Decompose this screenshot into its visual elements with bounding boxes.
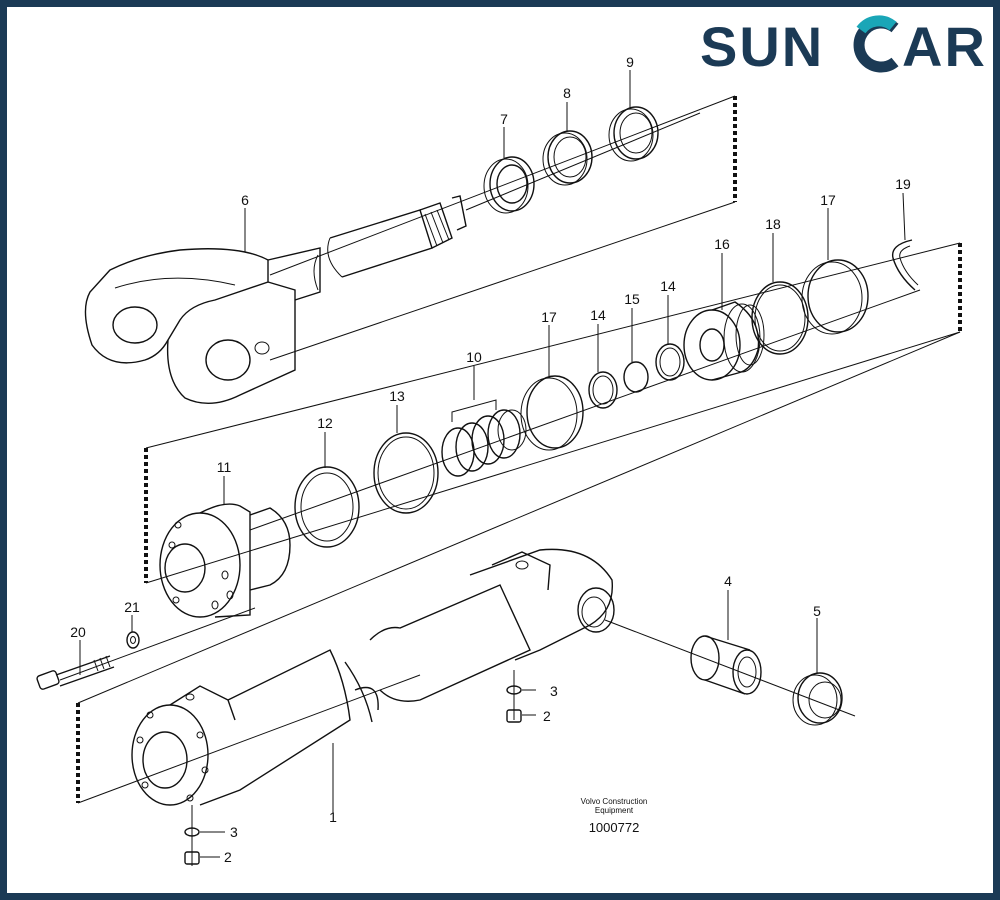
logo-text-left: SUN	[700, 15, 824, 78]
callout-6: 6	[241, 192, 249, 208]
ring-part-13	[373, 432, 439, 514]
bushing-part-4	[690, 635, 762, 695]
ring-part-9	[608, 106, 659, 162]
ring-part-7	[483, 156, 535, 214]
callout-11: 11	[217, 459, 232, 475]
ring-part-14a	[588, 371, 618, 409]
callout-1: 1	[329, 809, 337, 825]
callout-3-lower: 3	[230, 824, 238, 840]
suncar-logo: SUN AR	[700, 15, 987, 78]
nipple-parts-lower	[184, 805, 200, 866]
washer-part-21	[126, 631, 140, 649]
piston-part-16	[683, 301, 765, 381]
cylinder-tube-part-1	[131, 548, 615, 806]
logo-text-right: AR	[902, 15, 987, 78]
watermark-line-1: Volvo Construction	[581, 797, 648, 806]
callout-17a: 17	[541, 309, 557, 325]
callout-9: 9	[626, 54, 634, 70]
callout-5: 5	[813, 603, 821, 619]
callout-21: 21	[124, 599, 140, 615]
nipple-parts-upper	[506, 670, 522, 723]
drawing-number: 1000772	[589, 820, 640, 835]
callout-18: 18	[765, 216, 781, 232]
ring-part-14b	[655, 343, 685, 381]
callout-15: 15	[624, 291, 640, 307]
upper-dashed-frame	[269, 95, 737, 361]
bolt-part-20	[36, 655, 115, 690]
rod-eye-part-6	[84, 247, 321, 404]
callout-14b: 14	[660, 278, 676, 294]
callout-12: 12	[317, 415, 333, 431]
ring-part-17a	[520, 375, 584, 451]
piston-rod-part-6	[327, 195, 467, 278]
callout-2-upper: 2	[543, 708, 551, 724]
callout-13: 13	[389, 388, 405, 404]
callout-20: 20	[70, 624, 86, 640]
middle-dashed-frame	[144, 242, 962, 584]
ring-part-8	[542, 130, 593, 186]
cylinder-head-part-11	[159, 503, 291, 618]
watermark-line-2: Equipment	[595, 806, 634, 815]
seal-set-part-10	[441, 399, 527, 477]
lower-dashed-frame	[76, 331, 961, 804]
callout-17b: 17	[820, 192, 836, 208]
callout-labels: 1 2 2 3 3 4 5 6 7 8 9 10 11 12 13 14 14 …	[70, 54, 911, 865]
callout-7: 7	[500, 111, 508, 127]
ring-part-12	[294, 466, 360, 548]
ring-part-18	[751, 281, 809, 355]
callout-19: 19	[895, 176, 911, 192]
callout-4: 4	[724, 573, 732, 589]
callout-10: 10	[466, 349, 482, 365]
circlip-part-19	[891, 239, 919, 291]
callout-3-upper: 3	[550, 683, 558, 699]
logo-c-icon	[853, 15, 899, 73]
callout-leaders	[79, 70, 906, 858]
callout-16: 16	[714, 236, 730, 252]
callout-8: 8	[563, 85, 571, 101]
callout-14a: 14	[590, 307, 606, 323]
ring-part-17b	[801, 259, 869, 335]
callout-2-lower: 2	[224, 849, 232, 865]
ring-part-15	[623, 361, 649, 393]
seal-part-5	[792, 672, 843, 726]
